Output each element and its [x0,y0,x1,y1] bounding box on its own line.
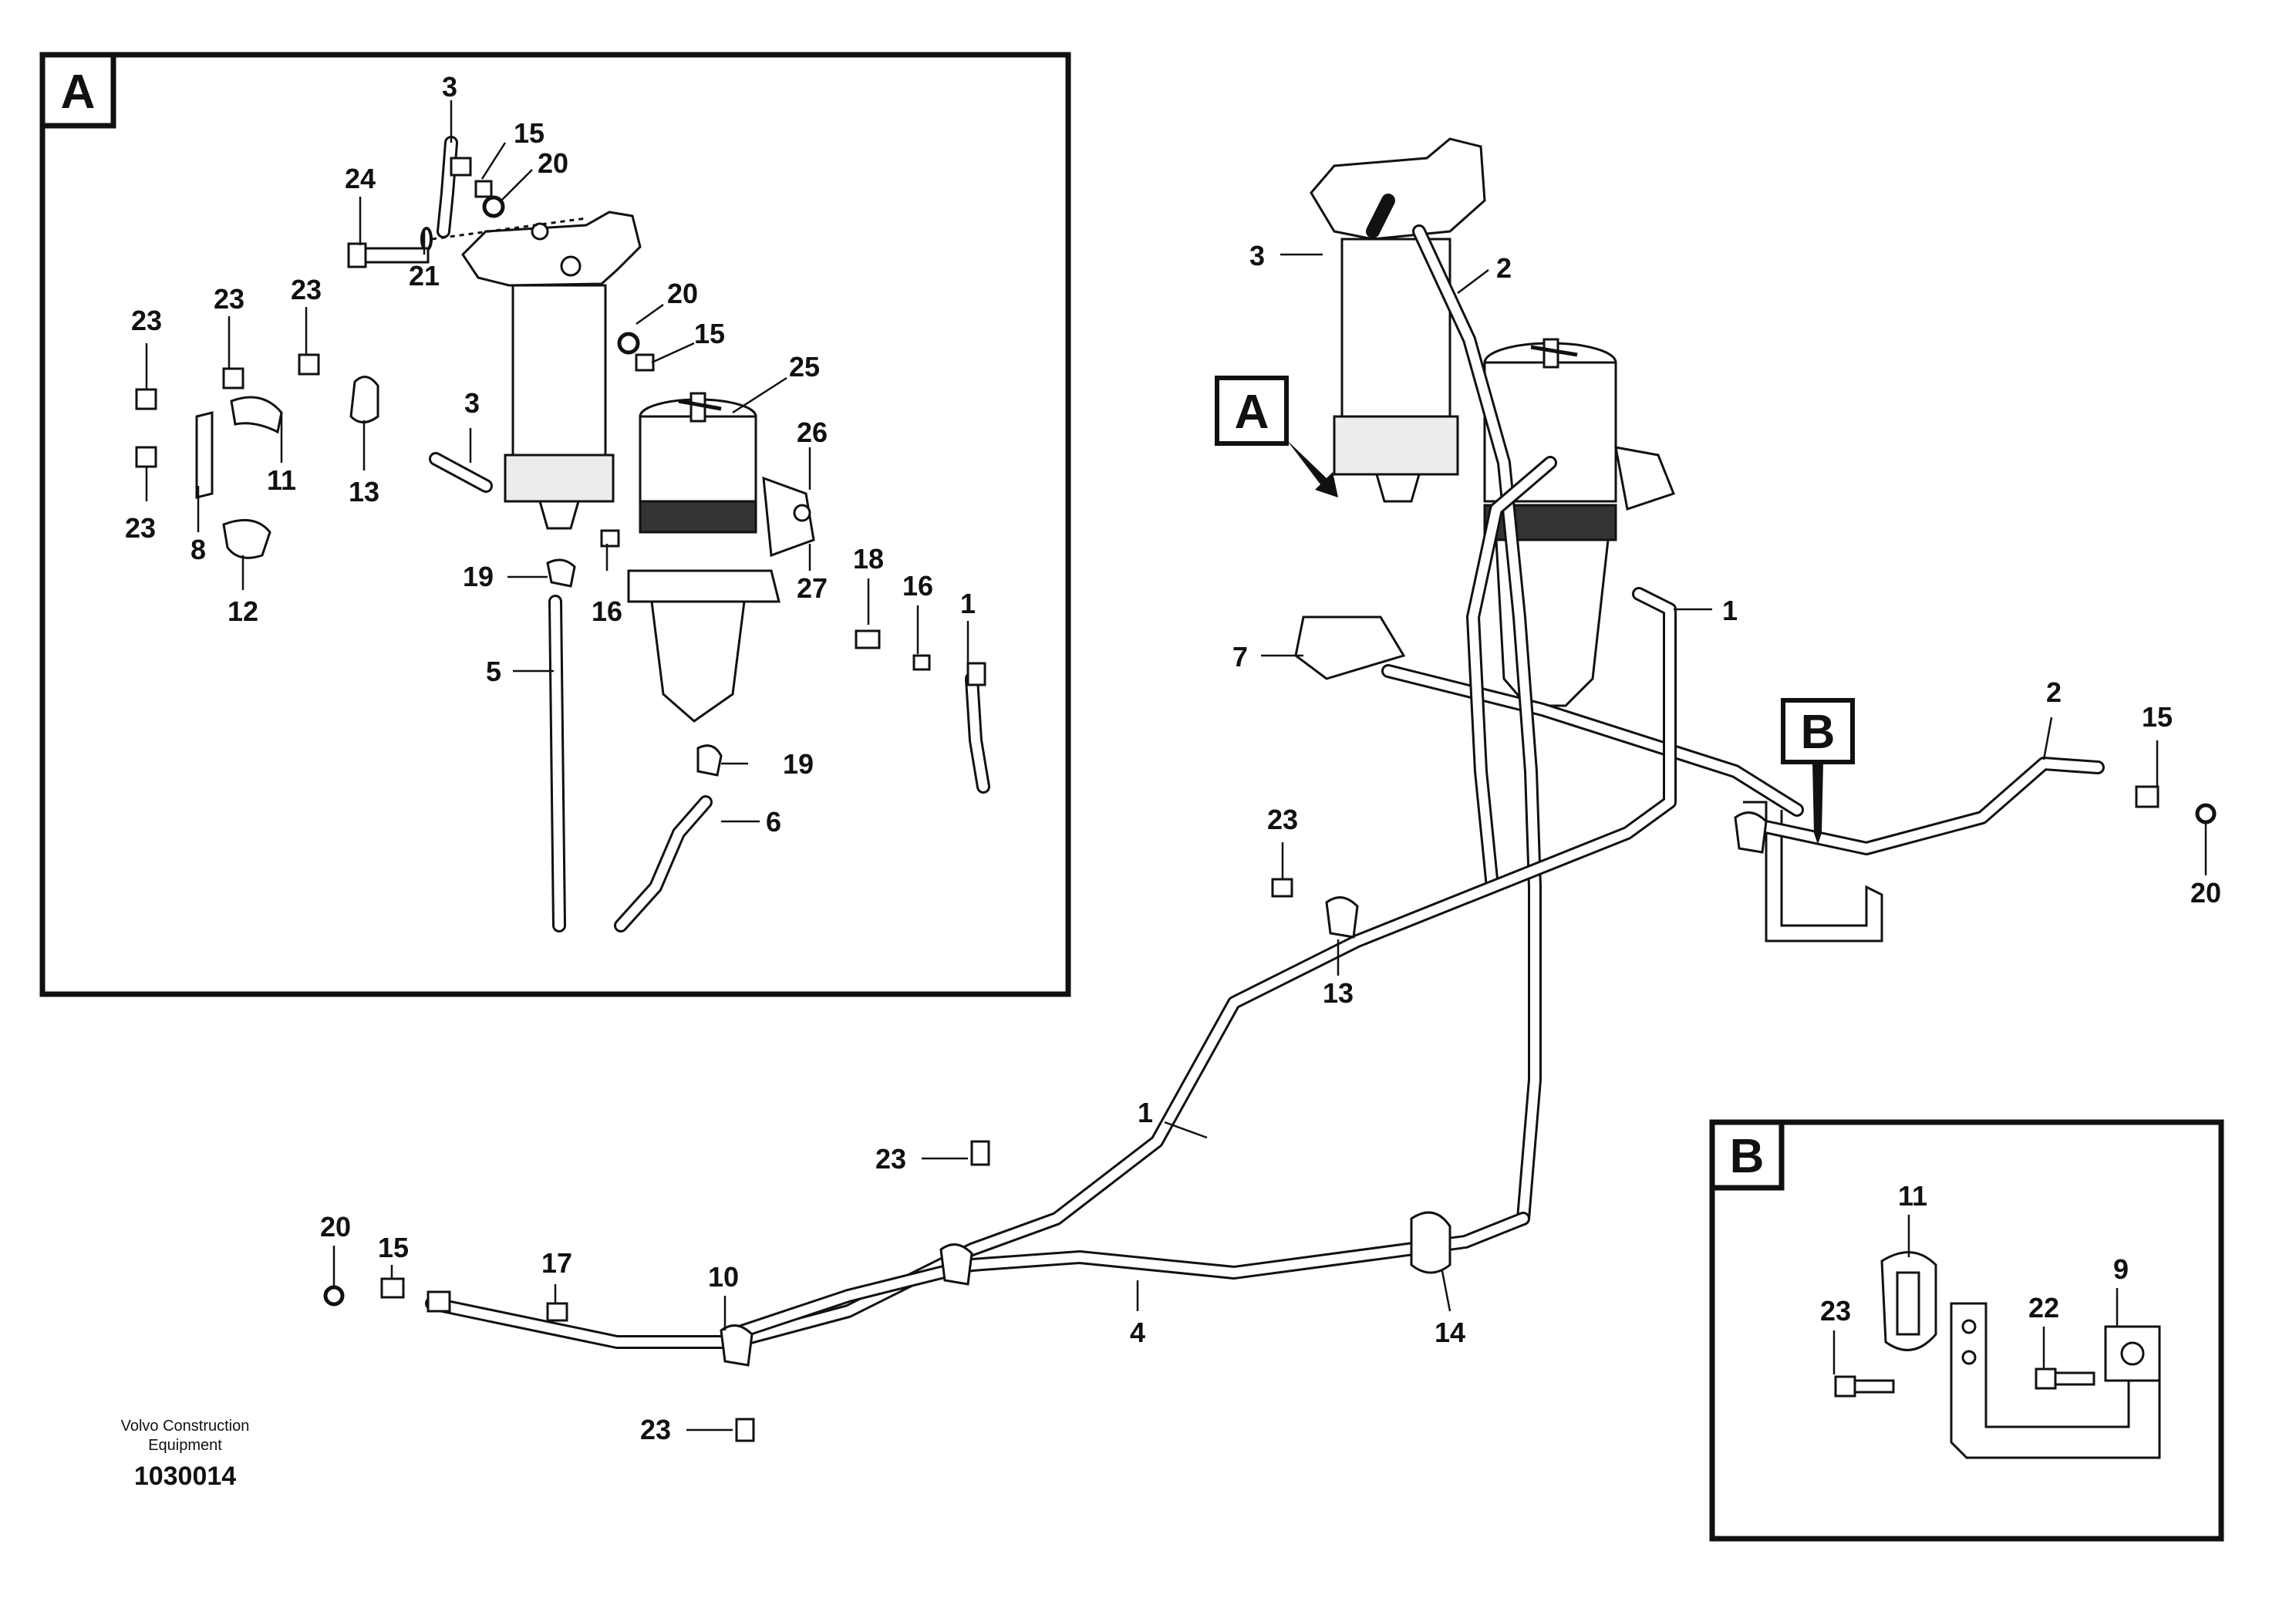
leader-lines-a [145,100,969,823]
nipple-icon [450,157,986,686]
clamp-icon-b [1880,1251,1937,1351]
clamp-icon [195,376,723,777]
label-main-10: 10 [708,1261,739,1293]
label-b-22: 22 [2028,1292,2059,1324]
bracket-icon-b [1950,1302,2161,1459]
bolt-icon [135,242,881,649]
label-main-7: 7 [1232,641,1248,673]
label-main-2-right: 2 [2046,676,2062,708]
main-clamp-icon [720,811,1768,1367]
label-main-23-mid: 23 [875,1143,906,1175]
label-main-20-right: 20 [2190,877,2221,909]
label-main-1-mid: 1 [1138,1097,1153,1128]
hose-icon [429,136,990,932]
label-a-19-bot: 19 [783,748,814,780]
detail-b-frame [1709,1119,2224,1542]
label-main-15-right: 15 [2142,701,2173,733]
label-a-25: 25 [789,351,820,383]
main-bracket-icon [1743,801,1883,943]
label-a-6: 6 [766,806,781,838]
label-a-19-top: 19 [463,561,494,592]
label-main-23-bot: 23 [640,1414,671,1445]
detail-view-a: A [39,52,1071,997]
label-a-3-mid: 3 [464,387,480,419]
label-a-8: 8 [190,534,206,565]
label-a-23-d: 23 [125,512,156,544]
main-fittings-icon [323,785,2217,1442]
label-main-2-top: 2 [1496,252,1512,284]
label-main-4: 4 [1130,1317,1145,1348]
main-callout-b: B [1801,706,1836,759]
label-main-3: 3 [1249,240,1265,271]
label-a-13: 13 [349,476,379,508]
label-a-15-top: 15 [514,117,544,149]
label-a-16-right: 16 [902,570,933,602]
fuel-filter-icon [461,211,642,530]
label-a-3-top: 3 [442,71,457,103]
detail-b-tag [1709,1119,1785,1191]
label-a-20-top: 20 [538,147,568,179]
label-a-18: 18 [853,543,884,575]
detail-a-tag [39,52,116,129]
label-a-15-mid: 15 [694,318,725,349]
main-callout-a-box [1215,376,1289,446]
label-a-26: 26 [797,416,828,448]
label-a-20-mid: 20 [667,278,698,309]
caption: Volvo Construction Equipment 1030014 [121,1418,250,1491]
label-main-14: 14 [1435,1317,1465,1348]
water-separator-icon [627,392,815,723]
label-main-23-clip: 23 [1267,804,1298,835]
detail-a-letter: A [61,66,96,119]
label-main-1-right: 1 [1722,595,1738,626]
caption-company-line2: Equipment [148,1437,222,1454]
leader-lines-main [332,253,2207,1431]
support-bar-icon [1294,615,1406,680]
assembly-dotted-line [431,217,587,241]
label-b-23: 23 [1820,1295,1851,1327]
detail-view-b: B 11 9 23 22 [1709,1119,2224,1542]
label-a-24: 24 [345,163,376,194]
bolt-icon-b [1834,1367,2095,1398]
label-a-21: 21 [409,260,440,292]
label-b-9: 9 [2113,1253,2129,1285]
caption-company-line1: Volvo Construction [121,1418,250,1435]
caption-doc-number: 1030014 [134,1462,236,1491]
main-callout-a: A [1235,386,1269,439]
callout-b-arrow [1812,762,1823,845]
label-main-13: 13 [1323,977,1354,1009]
label-main-20-left: 20 [320,1211,351,1243]
leader-lines-b [1832,1215,2119,1374]
label-main-17: 17 [541,1247,572,1279]
label-a-23-c: 23 [291,274,322,305]
label-b-11: 11 [1898,1180,1927,1212]
label-a-11: 11 [267,464,296,496]
label-a-16-left: 16 [592,595,622,627]
label-a-27: 27 [797,572,828,604]
label-a-23-a: 23 [131,305,162,336]
main-rod-icon [1381,664,1804,817]
label-a-12: 12 [228,595,258,627]
label-main-15-left: 15 [378,1232,409,1263]
label-a-5: 5 [486,656,501,687]
label-a-1: 1 [960,588,976,619]
main-assembly: A B 3 2 7 1 2 [320,137,2221,1445]
main-hoses [425,194,2105,1349]
label-a-23-b: 23 [214,283,244,315]
detail-b-letter: B [1730,1130,1765,1183]
detail-a-frame [39,52,1071,997]
callout-a-arrow [1286,440,1338,497]
